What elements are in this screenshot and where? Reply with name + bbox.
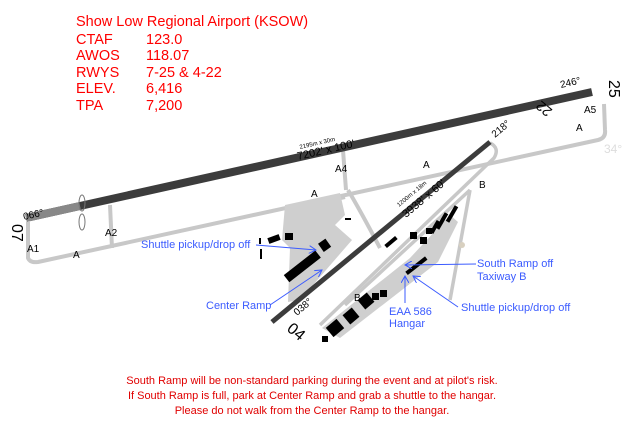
- taxiway-a1-label: A1: [27, 244, 40, 255]
- south-ramp-label-1: South Ramp off: [477, 258, 554, 270]
- heading-066: 066°: [22, 208, 45, 223]
- info-value: 7,200: [146, 97, 183, 114]
- airport-title: Show Low Regional Airport (KSOW): [76, 14, 309, 30]
- info-row-elev: ELEV. 6,416: [76, 81, 308, 98]
- runway-7-25: [25, 88, 593, 222]
- south-ramp-label-2: Taxiway B: [477, 271, 527, 283]
- info-row-awos: AWOS 118.07: [76, 48, 308, 65]
- taxiway-a-label: A: [423, 160, 430, 171]
- info-value: 6,416: [146, 81, 183, 97]
- shuttle-south-label: Shuttle pickup/drop off: [461, 302, 571, 314]
- taxiway-a4-label: A4: [335, 164, 348, 175]
- event-notes: South Ramp will be non-standard parking …: [0, 374, 624, 419]
- info-row-tpa: TPA 7,200: [76, 98, 308, 115]
- displaced-threshold: [25, 202, 81, 222]
- taxiway-a5-label: A5: [584, 105, 597, 116]
- info-row-ctaf: CTAF 123.0: [76, 32, 308, 49]
- note-line: If South Ramp is full, park at Center Ra…: [127, 390, 497, 402]
- runway-25-label: 25: [605, 80, 622, 98]
- taxiway-a-label: A: [576, 123, 583, 134]
- buildings: [259, 205, 459, 342]
- eaa-hangar-label-1: EAA 586: [389, 306, 432, 318]
- info-row-rwys: RWYS 7-25 & 4-22: [76, 65, 308, 82]
- taxiway-a2-label: A2: [105, 228, 118, 239]
- note-line: South Ramp will be non-standard parking …: [126, 375, 498, 387]
- note-line: Please do not walk from the Center Ramp …: [174, 405, 450, 417]
- info-key: RWYS: [76, 64, 120, 81]
- info-value: 123.0: [146, 31, 183, 48]
- runway-4-22: [270, 140, 492, 324]
- center-ramp-label: Center Ramp: [206, 300, 271, 312]
- runway-07-label: 07: [8, 224, 25, 242]
- info-key: TPA: [76, 97, 104, 114]
- eaa-hangar-label-2: Hangar: [389, 318, 425, 330]
- taxiway-b-label: B: [479, 180, 486, 191]
- beacon: [459, 242, 465, 248]
- taxiway-a-label: A: [73, 250, 80, 261]
- taxiway-a-label: A: [311, 189, 318, 200]
- info-value: 118.07: [146, 48, 190, 64]
- heading-218: 218°: [490, 119, 513, 141]
- annotation-arrows: [255, 244, 477, 308]
- taxiway-b-label: B: [354, 293, 361, 304]
- info-key: AWOS: [76, 48, 120, 64]
- runway-04-label: 04: [283, 320, 308, 345]
- info-key: ELEV.: [76, 81, 116, 97]
- heading-246: 246°: [559, 76, 582, 91]
- info-key: CTAF: [76, 31, 113, 48]
- propeller-icon: [78, 194, 86, 231]
- faded-heading: 34°: [604, 142, 622, 156]
- south-ramp-area: [322, 215, 458, 338]
- airport-info: Show Low Regional Airport (KSOW) CTAF 123…: [76, 14, 308, 114]
- info-value: 7-25 & 4-22: [146, 64, 222, 81]
- shuttle-center-label: Shuttle pickup/drop off: [141, 239, 251, 251]
